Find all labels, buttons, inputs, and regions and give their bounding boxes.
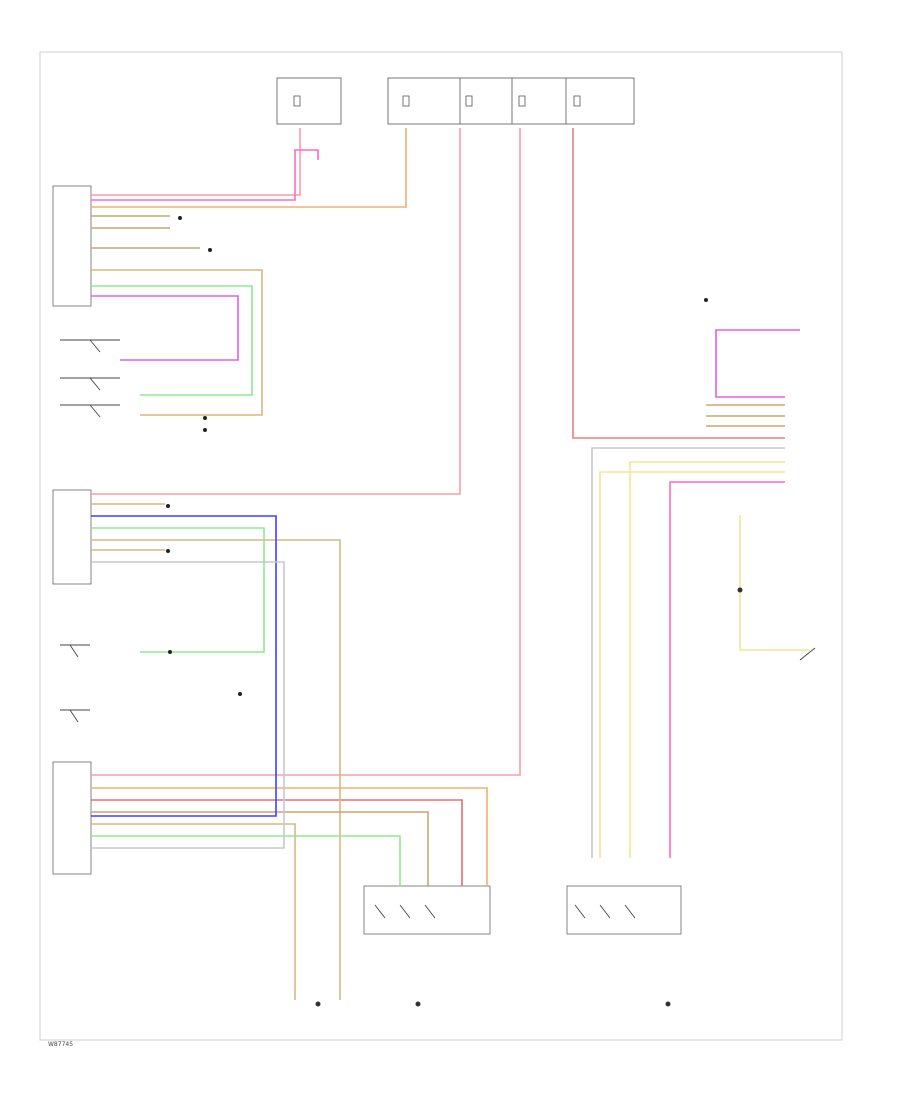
- splice-dot: [238, 692, 242, 696]
- wire-orange-2: [91, 787, 488, 886]
- splice-dot: [166, 549, 170, 553]
- wires: [91, 128, 810, 1000]
- fuse-symbol: [573, 95, 581, 107]
- splice-dot: [178, 216, 182, 220]
- fuse-box-left: [276, 77, 342, 125]
- wire-red-3: [91, 128, 521, 776]
- splice-dot: [168, 650, 172, 654]
- ground-point: [737, 587, 743, 593]
- wire-tan-3: [91, 823, 296, 1000]
- connector-blocks: [52, 185, 682, 935]
- wire-red-5: [91, 799, 463, 886]
- wire-grey-1: [91, 561, 285, 849]
- switch-contact: [60, 377, 120, 391]
- switch-contact: [60, 339, 120, 353]
- connector-middle: [52, 489, 92, 585]
- wire-pink-1: [91, 149, 319, 201]
- wire-yellow-3: [739, 515, 810, 651]
- splice-dot: [208, 248, 212, 252]
- ground-symbols: [315, 587, 743, 1007]
- connector-top: [52, 185, 92, 307]
- switch-symbols: [60, 339, 816, 919]
- fuse-block: [276, 77, 635, 125]
- diagram-code: W87745: [48, 1041, 73, 1048]
- fuse-symbol: [402, 95, 410, 107]
- switch-contact: [574, 904, 636, 919]
- fuse-symbol: [293, 95, 301, 107]
- wire-green-3: [91, 835, 401, 886]
- wire-red-2: [91, 128, 461, 495]
- splice-dot: [203, 416, 207, 420]
- splice-dots: [166, 216, 708, 696]
- ground-point: [315, 1001, 321, 1007]
- switch-contact: [799, 647, 816, 661]
- wire-tan-2: [91, 539, 341, 1000]
- wire-yellow-2: [599, 471, 785, 858]
- switch-contact: [374, 904, 436, 919]
- wire-yellow-1: [629, 461, 785, 858]
- wire-green-1: [91, 285, 253, 396]
- splice-dot: [704, 298, 708, 302]
- wire-tan-4: [91, 811, 429, 886]
- fuse-symbol: [465, 95, 473, 107]
- diagram-border: [39, 51, 843, 1041]
- wire-pink-2: [669, 481, 785, 858]
- wire-red-1: [91, 128, 301, 196]
- splice-dot: [166, 504, 170, 508]
- fuse-symbol: [518, 95, 526, 107]
- switch-contact: [60, 644, 90, 658]
- switch-module-right: [566, 885, 682, 935]
- wire-red-4: [572, 128, 785, 439]
- wire-green-2: [91, 527, 265, 653]
- wire-magenta-2: [715, 329, 800, 398]
- switch-contact: [60, 404, 120, 418]
- connector-bottom: [52, 761, 92, 875]
- wire-magenta-1: [91, 295, 239, 361]
- splice-dot: [203, 428, 207, 432]
- ground-point: [665, 1001, 671, 1007]
- switch-contact: [60, 709, 90, 723]
- wire-grey-2: [591, 447, 785, 858]
- switch-module-center: [363, 885, 491, 935]
- wire-blue: [91, 515, 277, 817]
- ground-point: [415, 1001, 421, 1007]
- wire-orange-1: [91, 128, 407, 208]
- wire-tan-1: [91, 269, 263, 416]
- fuse-box-right: [387, 77, 635, 125]
